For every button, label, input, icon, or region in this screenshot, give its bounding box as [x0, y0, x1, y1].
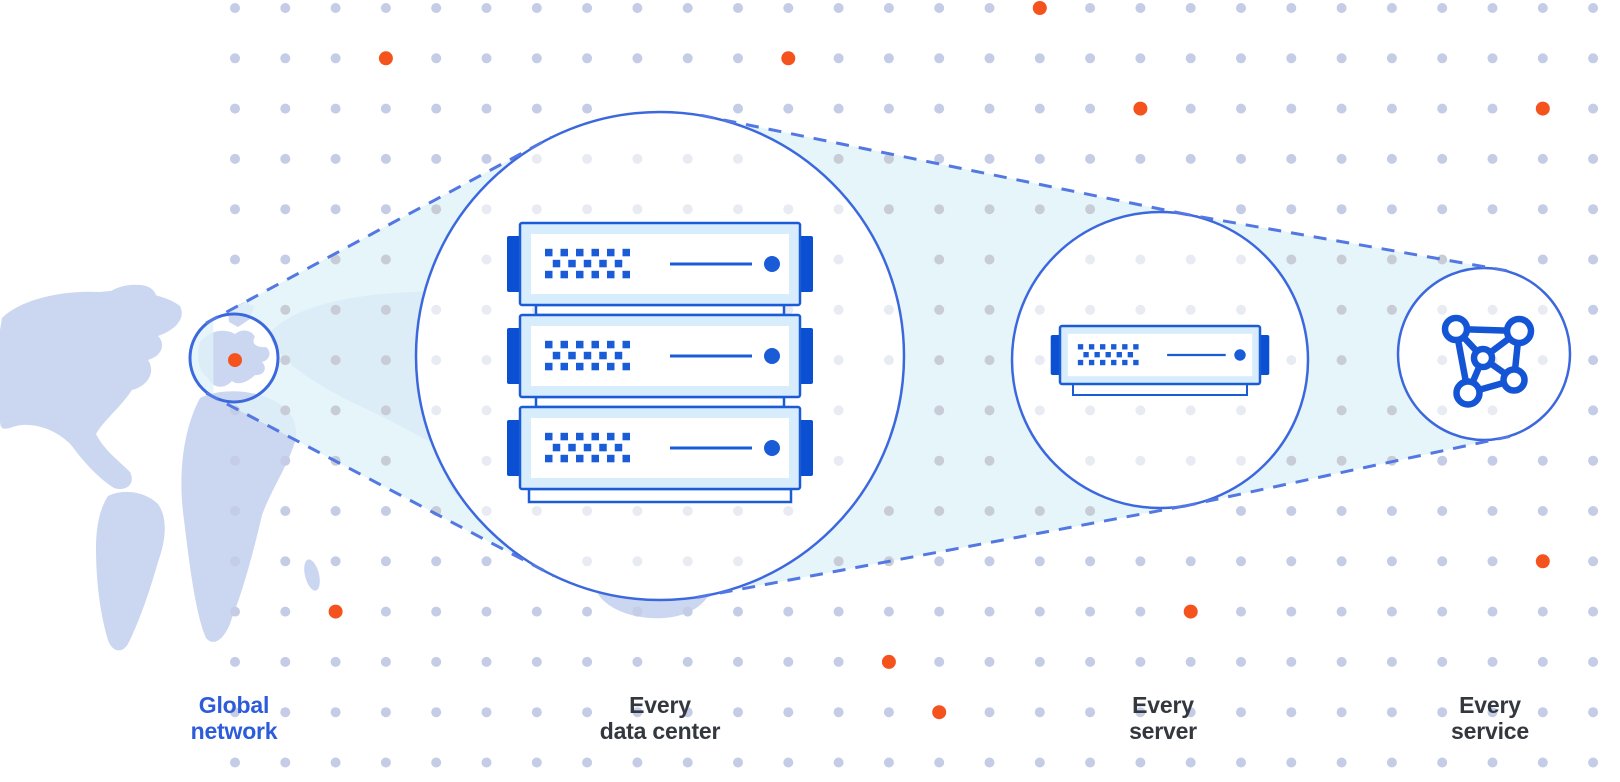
label-global-network: Global network [190, 692, 278, 744]
label-every-service: Every service [1451, 692, 1529, 744]
mesh-network-icon [1441, 314, 1535, 408]
label-every-server: Every server [1129, 692, 1197, 744]
server-unit [1050, 324, 1270, 396]
dashed-connectors [205, 113, 1511, 599]
label-every-data-center: Every data center [599, 692, 721, 744]
dot-grid [228, 1, 1599, 768]
server-rack-stack [507, 221, 813, 504]
